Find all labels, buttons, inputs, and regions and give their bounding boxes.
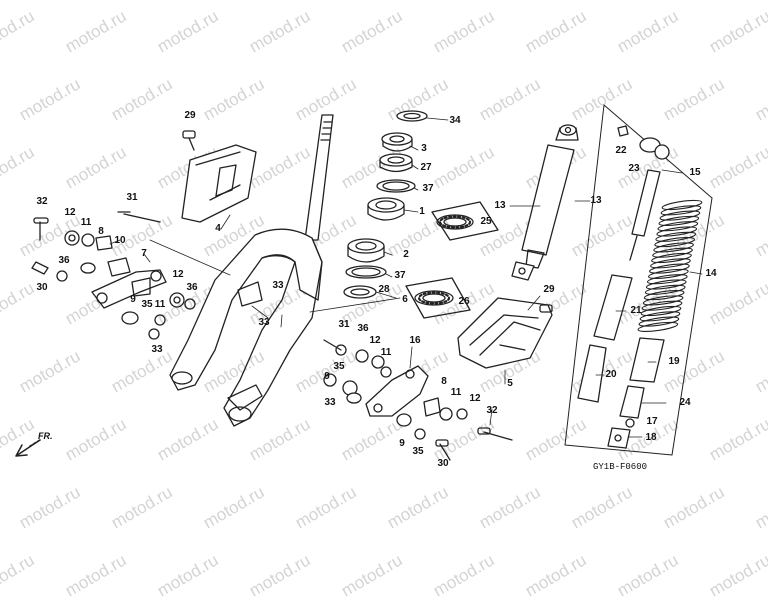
callout-33d: 33 xyxy=(324,397,336,408)
callout-9a: 9 xyxy=(130,294,136,305)
front-direction-arrow xyxy=(15,439,41,457)
callout-11c: 11 xyxy=(380,347,392,358)
callout-9c: 9 xyxy=(399,438,405,449)
callout-36a: 36 xyxy=(58,255,70,266)
callout-30a: 30 xyxy=(36,282,48,293)
callout-35a: 35 xyxy=(141,299,153,310)
callout-35b: 35 xyxy=(333,361,345,372)
callout-36c: 36 xyxy=(357,323,369,334)
callout-13b: 13 xyxy=(590,195,602,206)
callout-33c: 33 xyxy=(258,317,270,328)
callout-6: 6 xyxy=(402,294,408,305)
callout-19: 19 xyxy=(668,356,680,367)
fork-cover xyxy=(457,297,553,369)
callout-34: 34 xyxy=(449,115,461,126)
bracket-cover xyxy=(181,144,257,223)
bolt-29-upper xyxy=(182,130,196,151)
callout-33a: 33 xyxy=(151,344,163,355)
shock-assembly xyxy=(577,125,670,449)
callout-17: 17 xyxy=(646,416,658,427)
callout-31b: 31 xyxy=(338,319,350,330)
ball-bearing-box-lower xyxy=(405,277,471,319)
callout-22: 22 xyxy=(615,145,627,156)
bolt-29-right xyxy=(539,304,553,313)
steering-bearings xyxy=(343,110,428,299)
callout-11d: 11 xyxy=(450,387,462,398)
callout-35c: 35 xyxy=(412,446,424,457)
callout-24: 24 xyxy=(679,397,691,408)
callout-10: 10 xyxy=(114,235,126,246)
callout-23: 23 xyxy=(628,163,640,174)
callout-2: 2 xyxy=(403,249,409,260)
callout-1: 1 xyxy=(419,206,425,217)
front-fork xyxy=(169,228,323,427)
callout-18: 18 xyxy=(645,432,657,443)
callout-12a: 12 xyxy=(64,207,76,218)
callout-12b: 12 xyxy=(172,269,184,280)
callout-25: 25 xyxy=(480,216,492,227)
callout-27: 27 xyxy=(420,162,432,173)
shock-absorber xyxy=(511,124,579,281)
callout-37a: 37 xyxy=(422,183,434,194)
left-link-assembly xyxy=(31,211,231,340)
callout-14: 14 xyxy=(705,268,717,279)
callout-11a: 11 xyxy=(80,217,92,228)
callout-32b: 32 xyxy=(486,405,498,416)
callout-8b: 8 xyxy=(441,376,447,387)
ball-bearing-box-upper xyxy=(431,201,499,241)
callout-20: 20 xyxy=(605,369,617,380)
callout-15: 15 xyxy=(689,167,701,178)
callout-37b: 37 xyxy=(394,270,406,281)
callout-9b: 9 xyxy=(324,371,330,382)
steering-stem xyxy=(304,114,334,241)
callout-29b: 29 xyxy=(543,284,555,295)
callout-16: 16 xyxy=(409,335,421,346)
diagram-code: GY1B-F0600 xyxy=(593,462,648,472)
callout-4: 4 xyxy=(215,223,221,234)
callout-13a: 13 xyxy=(494,200,506,211)
callout-5: 5 xyxy=(507,378,513,389)
callout-26: 26 xyxy=(458,296,470,307)
callout-33b: 33 xyxy=(272,280,284,291)
callout-36b: 36 xyxy=(186,282,198,293)
callout-12d: 12 xyxy=(469,393,481,404)
callout-29a: 29 xyxy=(184,110,196,121)
shock-spring xyxy=(637,199,703,332)
callout-3: 3 xyxy=(421,143,427,154)
callout-32a: 32 xyxy=(36,196,48,207)
callout-8a: 8 xyxy=(98,226,104,237)
callout-7: 7 xyxy=(141,248,147,259)
right-link-assembly xyxy=(323,339,513,461)
callout-31a: 31 xyxy=(126,192,138,203)
front-marker-label: FR. xyxy=(38,431,53,441)
callout-30b: 30 xyxy=(437,458,449,469)
callout-12c: 12 xyxy=(369,335,381,346)
callout-21: 21 xyxy=(630,305,642,316)
callout-28: 28 xyxy=(378,284,390,295)
exploded-view-drawing xyxy=(15,104,713,461)
leader-lines xyxy=(109,117,703,438)
callout-11b: 11 xyxy=(154,299,166,310)
